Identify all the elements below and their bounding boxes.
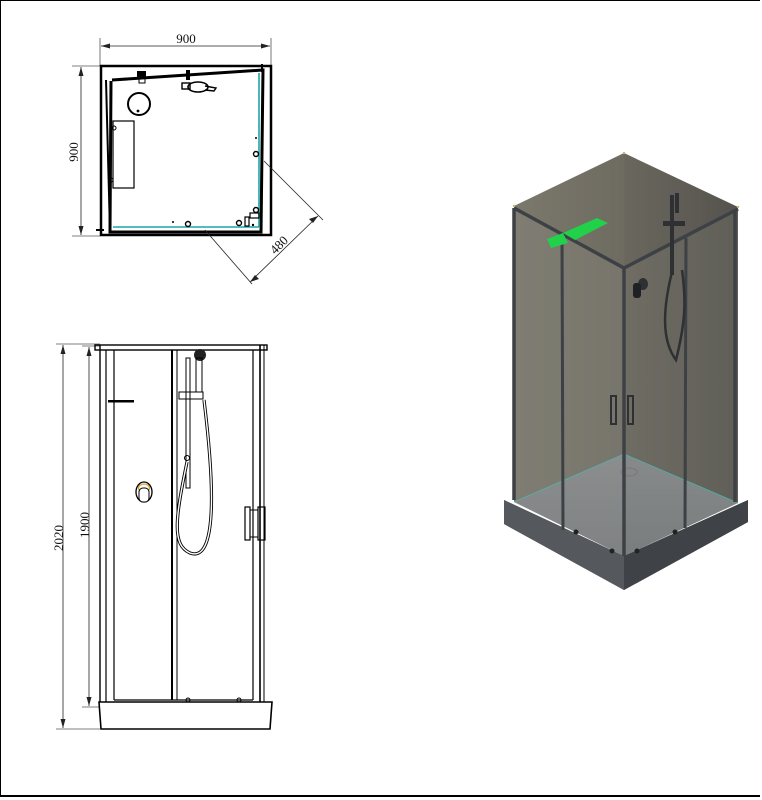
front-view: 2020 1900 — [51, 343, 273, 730]
dim-total-height-label: 2020 — [51, 525, 66, 551]
dim-width-label: 900 — [176, 31, 196, 46]
dim-enclosure-height-label: 1900 — [77, 512, 92, 538]
isometric-view — [504, 151, 748, 590]
dim-corner-label: 480 — [267, 233, 291, 257]
dim-depth-label: 900 — [66, 142, 81, 162]
top-view: 900 900 — [66, 31, 324, 285]
